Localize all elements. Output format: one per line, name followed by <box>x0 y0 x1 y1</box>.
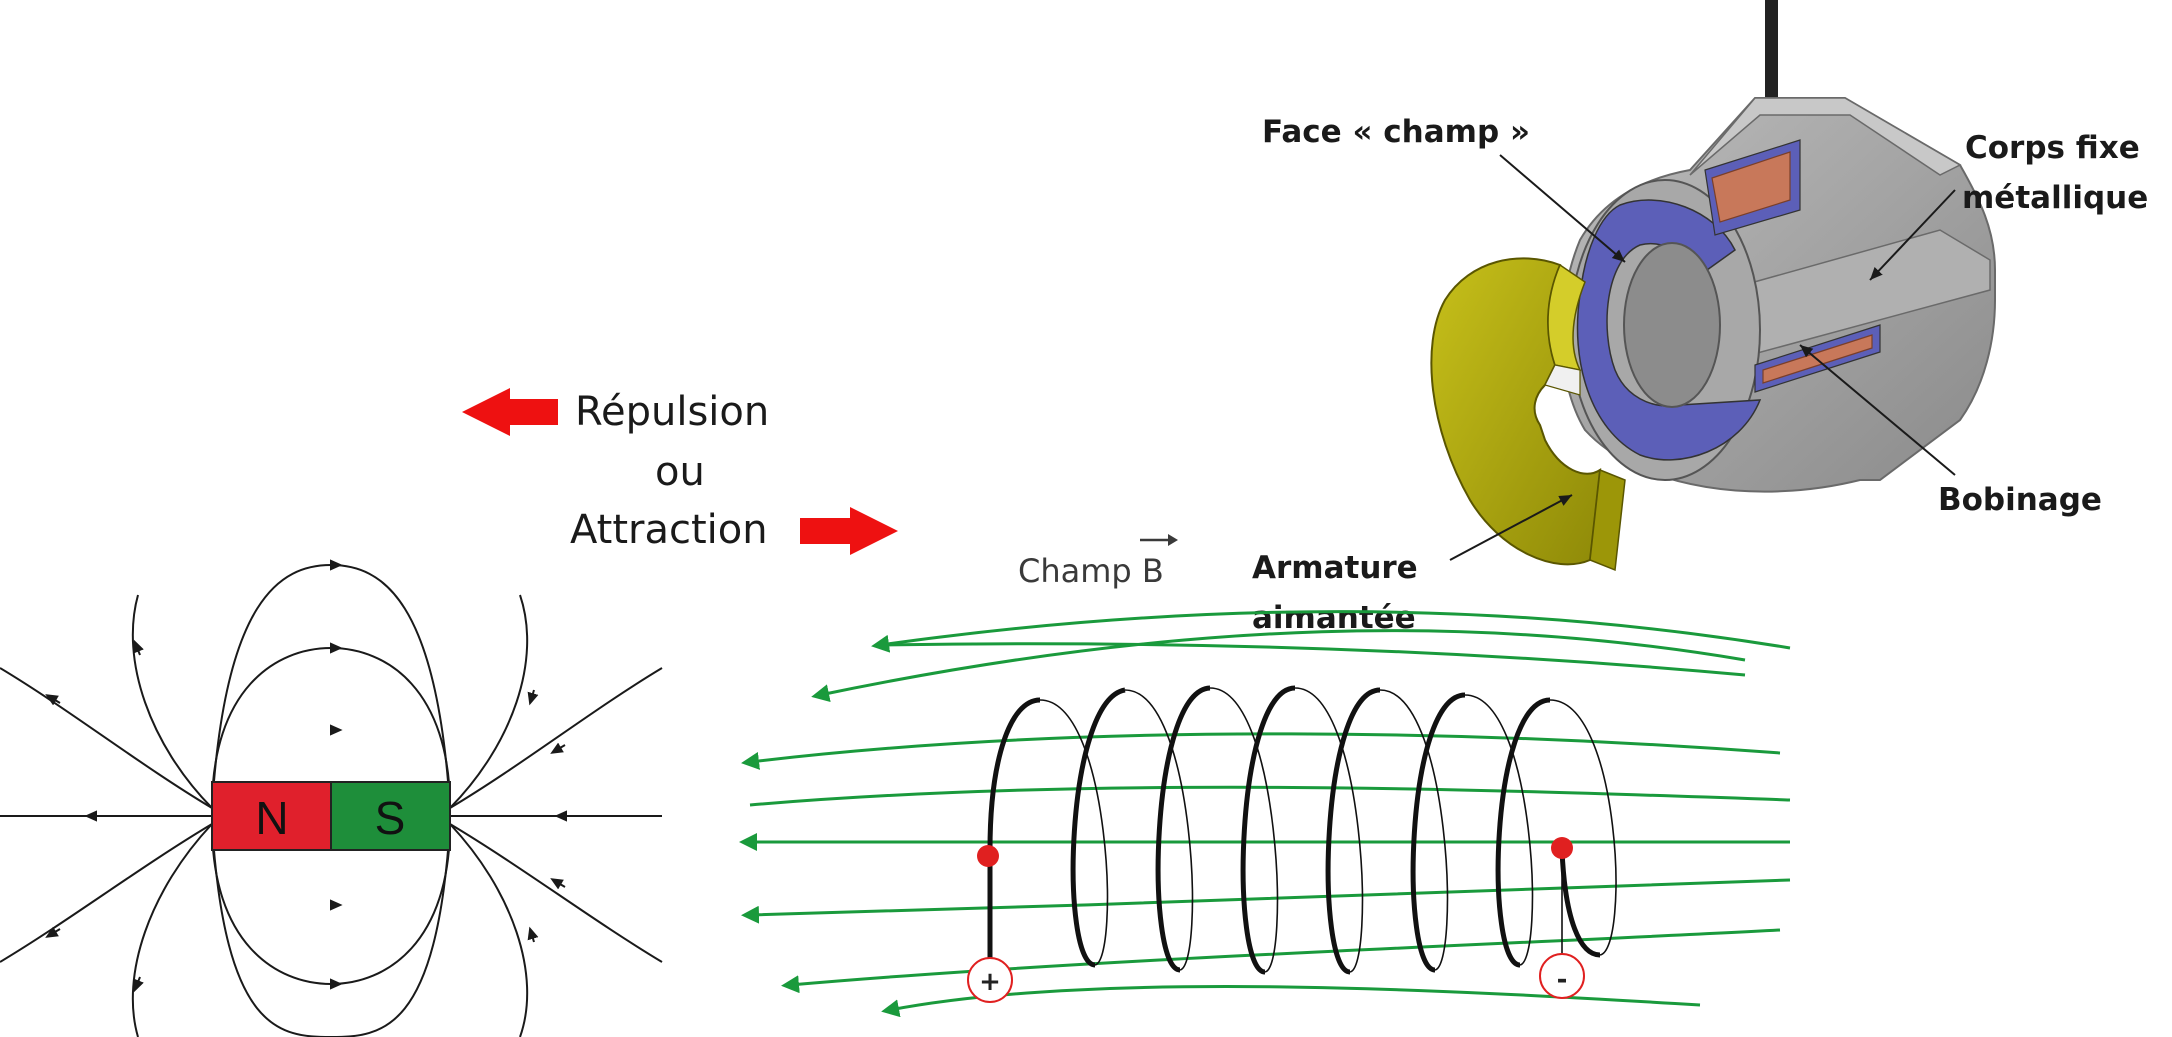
terminal-dot-left <box>977 845 999 867</box>
leader-face-champ <box>1499 154 1626 263</box>
electromagnet-illustration <box>1430 0 1996 572</box>
metal-body-top <box>1689 97 1962 176</box>
solenoid-field-diagram: + - <box>739 610 1791 1018</box>
leader-bobinage <box>1799 344 1956 476</box>
label-ou: ou <box>655 449 705 495</box>
pole-label-s: S <box>375 792 406 844</box>
center-bore <box>1623 242 1721 408</box>
arrow-right-icon <box>800 507 898 555</box>
south-pole <box>330 781 451 851</box>
label-champ-b: Champ B <box>1018 552 1164 590</box>
coil-front <box>987 685 1601 975</box>
label-corps-fixe-line1: Corps fixe <box>1965 130 2140 166</box>
terminal-plus-ring <box>967 957 1013 1003</box>
pole-label-n: N <box>255 792 288 844</box>
leader-corps-fixe <box>1869 189 1956 281</box>
terminal-minus: - <box>1557 965 1568 995</box>
label-armature-line1: Armature <box>1252 550 1418 586</box>
label-corps-fixe-line2: métallique <box>1962 180 2148 216</box>
terminal-minus-ring <box>1539 953 1585 999</box>
terminal-plus: + <box>979 967 1001 997</box>
north-pole <box>211 781 332 851</box>
vector-arrow-icon <box>1140 534 1178 546</box>
arrow-left-icon <box>462 388 558 436</box>
terminal-dot-right <box>1551 837 1573 859</box>
label-face-champ: Face « champ » <box>1262 114 1530 150</box>
field-lines <box>739 610 1791 1018</box>
bar-magnet-field-diagram: N S <box>0 559 663 1037</box>
label-bobinage: Bobinage <box>1938 482 2102 518</box>
label-attraction: Attraction <box>570 507 768 553</box>
coil-back <box>1039 687 1617 973</box>
label-repulsion: Répulsion <box>575 389 769 435</box>
leader-armature <box>1449 494 1573 561</box>
magnetized-armature <box>1430 257 1626 572</box>
